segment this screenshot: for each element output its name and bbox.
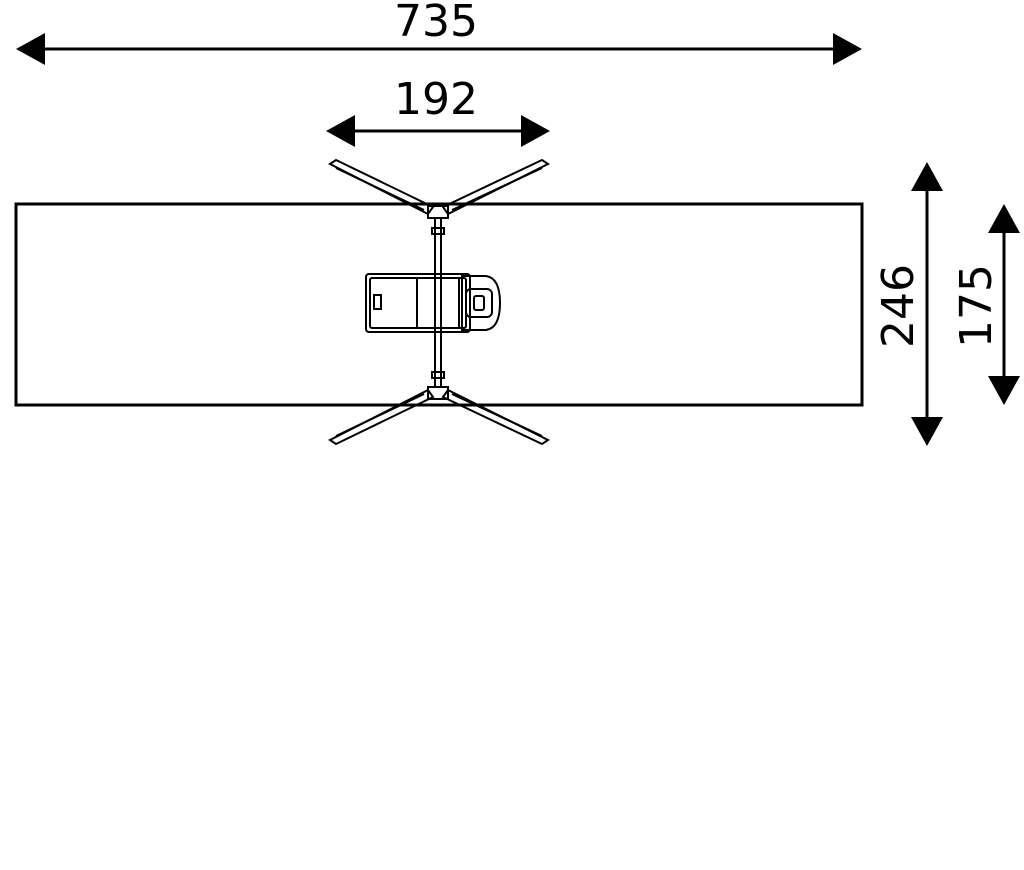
safety-zone-depth-arrow-top: [988, 204, 1020, 233]
top-right-leg-inner: [451, 167, 543, 211]
safety-zone-depth-arrow-bottom: [988, 376, 1020, 405]
frame-width-arrow-right: [521, 115, 550, 147]
overall-depth-label: 246: [873, 264, 924, 348]
safety-zone-depth-dimension: 175: [951, 204, 1020, 405]
overall-width-label: 735: [394, 0, 478, 47]
frame-width-dimension: 192: [326, 74, 550, 147]
frame-width-label: 192: [394, 74, 478, 125]
safety-zone-depth-label: 175: [951, 264, 1002, 348]
seat-body: [365, 273, 471, 333]
safety-zone-outline: [14, 202, 864, 407]
beam-clamp-lower: [431, 371, 445, 379]
cradle-seat: [365, 268, 502, 338]
beam-clamp-upper: [431, 227, 445, 235]
overall-width-arrow-left: [16, 33, 45, 65]
top-joint: [427, 205, 449, 219]
frame-width-arrow-left: [326, 115, 355, 147]
top-left-leg-inner: [335, 167, 425, 211]
overall-depth-arrow-top: [911, 162, 943, 191]
overall-width-dimension: 735: [16, 0, 862, 65]
overall-width-arrow-right: [833, 33, 862, 65]
overall-depth-arrow-bottom: [911, 417, 943, 446]
seat-headrest: [465, 288, 493, 318]
seat-headrest-inner: [473, 295, 485, 311]
top-frame-legs: [328, 158, 550, 219]
bottom-left-leg-inner: [335, 393, 425, 437]
overall-depth-dimension: 246: [873, 162, 943, 446]
bottom-joint: [427, 386, 449, 400]
top-beam: [431, 218, 445, 387]
bottom-right-leg-inner: [451, 393, 543, 437]
seat-slot: [373, 294, 382, 310]
bottom-frame-legs: [328, 386, 550, 446]
swing-frame: [328, 158, 550, 446]
seat-backrest: [461, 275, 502, 331]
